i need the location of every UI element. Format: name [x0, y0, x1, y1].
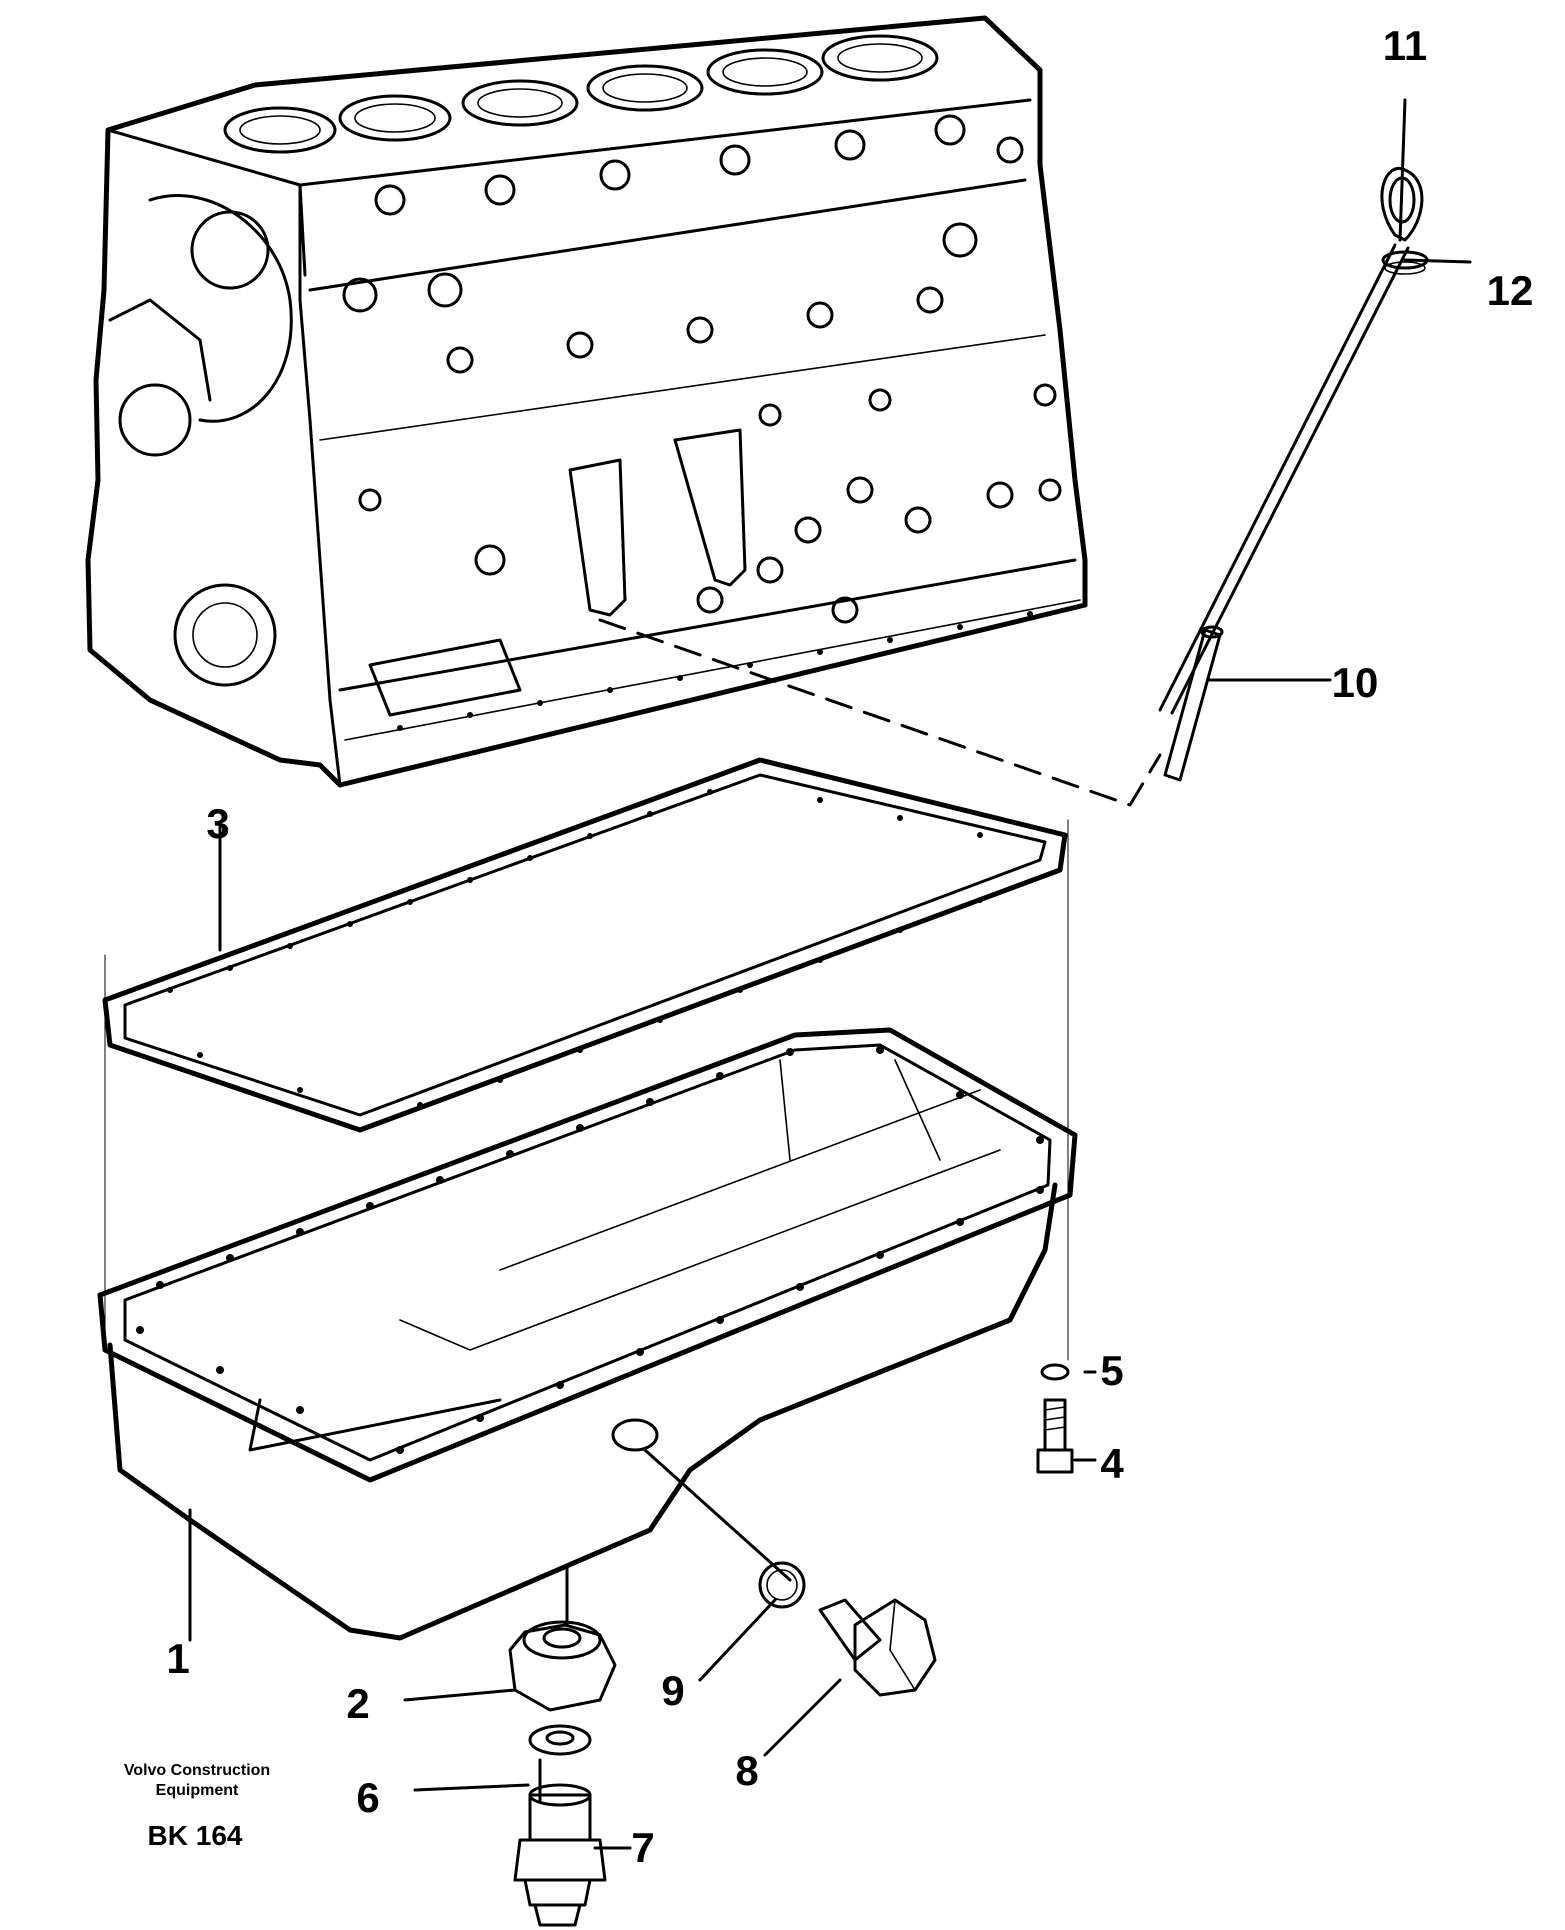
- callout-2: 2: [346, 1680, 369, 1727]
- gasket-holes: [167, 789, 983, 1108]
- sensor-7: [513, 1758, 607, 1927]
- callout-11: 11: [1383, 22, 1427, 69]
- oil-pan: [97, 1027, 1078, 1641]
- callout-4: 4: [1100, 1440, 1124, 1487]
- callout-8: 8: [735, 1747, 758, 1794]
- callout-10: 10: [1332, 659, 1379, 706]
- o-ring-9: [758, 1561, 806, 1609]
- callout-labels: 1 2 3 4 5 6 7 8 9 10 11 12: [166, 22, 1533, 1871]
- dipstick: [1158, 98, 1424, 715]
- o-ring-guide-line: [643, 1448, 792, 1582]
- washer-6: [528, 1724, 592, 1756]
- adapter-2: [508, 1620, 617, 1712]
- drawing-caption: Volvo Construction Equipment BK 164: [124, 1762, 270, 1851]
- drawing-code: BK 164: [148, 1820, 243, 1851]
- block-side-bosses: [342, 114, 1062, 624]
- engine-block: [85, 15, 1088, 788]
- cylinder-bores: [223, 34, 939, 154]
- callout-3: 3: [206, 800, 229, 847]
- manufacturer-line-1: Volvo Construction: [124, 1762, 270, 1779]
- drain-plug-8: [818, 1598, 937, 1697]
- callout-9: 9: [661, 1667, 684, 1714]
- oil-pan-gasket: [102, 757, 1068, 1133]
- callout-1: 1: [166, 1635, 189, 1682]
- block-flange-holes: [397, 611, 1033, 731]
- bolt-4: [1036, 1398, 1074, 1474]
- callout-6: 6: [356, 1774, 379, 1821]
- pan-flange-holes: [136, 1046, 1044, 1454]
- callout-5: 5: [1100, 1347, 1123, 1394]
- manufacturer-line-2: Equipment: [156, 1782, 239, 1799]
- washer-5: [1040, 1363, 1070, 1381]
- leader-lines: [188, 258, 1472, 1850]
- assembly-dashed-line: [598, 618, 1162, 807]
- dipstick-guide-tube: [1163, 625, 1224, 782]
- callout-12: 12: [1487, 267, 1534, 314]
- callout-7: 7: [631, 1824, 654, 1871]
